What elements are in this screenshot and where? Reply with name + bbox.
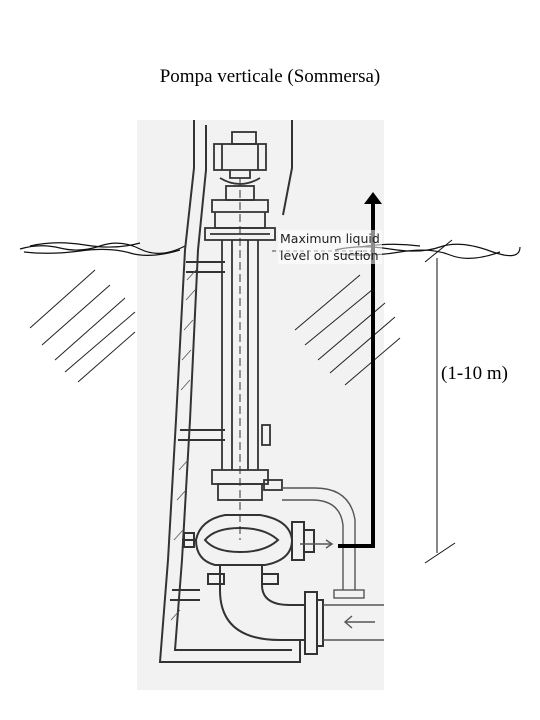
pump-casing <box>158 120 301 663</box>
max-liquid-level-label: Maximum liquid level on suction <box>278 230 382 264</box>
height-range-label: (1-10 m) <box>441 363 509 384</box>
pump-label-line-1: Maximum liquid <box>280 231 380 246</box>
shaft-column <box>221 178 271 540</box>
casing-wall-hatch <box>170 269 197 621</box>
discharge-bypass-pipe <box>282 487 365 599</box>
up-arrow-icon <box>338 200 375 548</box>
diagram-title: Pompa verticale (Sommersa) <box>159 66 381 87</box>
water-surface-left <box>19 242 186 256</box>
lower-bearing <box>211 469 283 501</box>
soil-hatching-left <box>29 269 136 383</box>
suction-elbow <box>207 565 324 655</box>
up-arrow-head <box>364 192 382 204</box>
pump-label-line-2: level on suction <box>280 248 379 263</box>
height-dimension <box>424 239 456 564</box>
drawing-sheet <box>137 120 384 690</box>
pump-volute <box>182 514 315 566</box>
suction-inlet-pipe <box>323 604 384 641</box>
